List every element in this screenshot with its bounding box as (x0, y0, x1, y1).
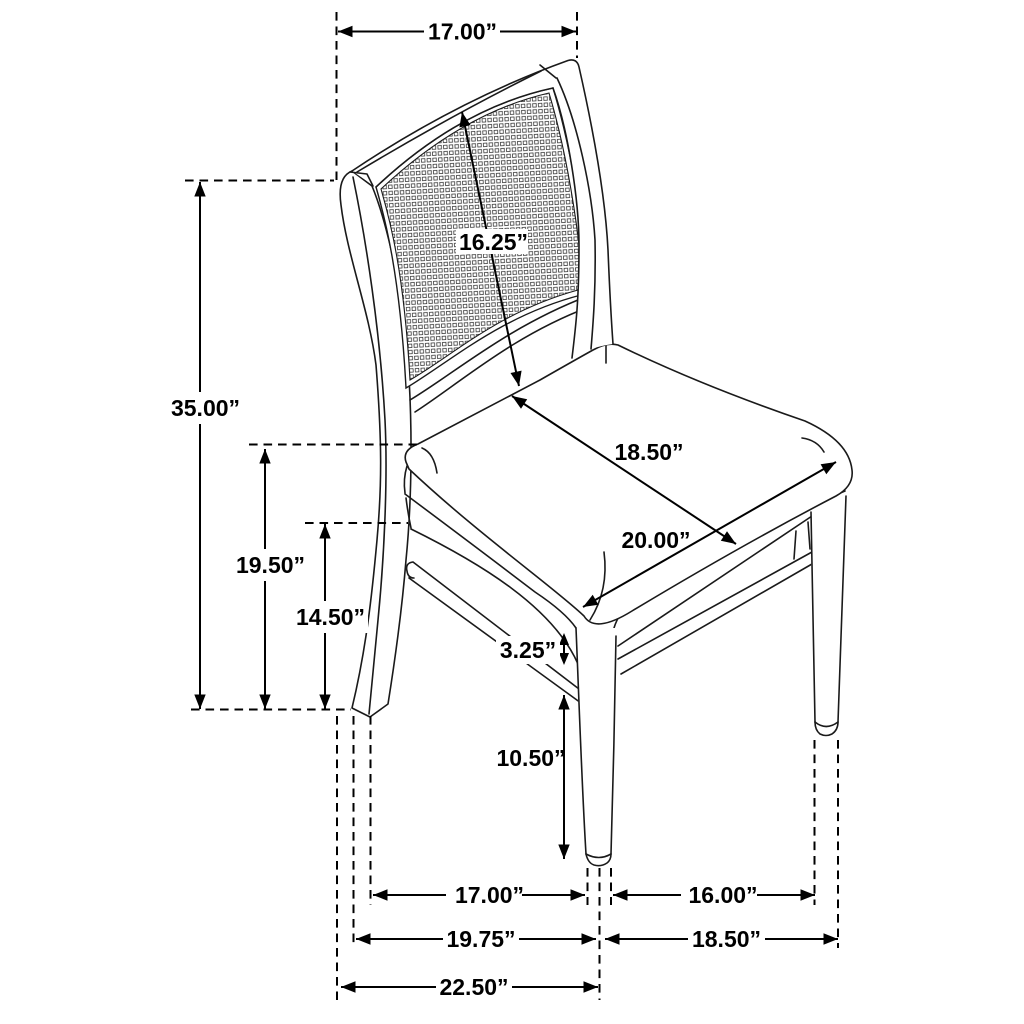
svg-text:35.00”: 35.00” (171, 395, 240, 421)
svg-text:20.00”: 20.00” (621, 527, 690, 553)
svg-text:19.50”: 19.50” (236, 552, 305, 578)
svg-text:17.00”: 17.00” (428, 19, 497, 45)
svg-text:18.50”: 18.50” (692, 926, 761, 952)
svg-text:16.00”: 16.00” (688, 882, 757, 908)
svg-text:17.00”: 17.00” (455, 882, 524, 908)
svg-text:14.50”: 14.50” (296, 604, 365, 630)
svg-text:19.75”: 19.75” (446, 926, 515, 952)
svg-text:10.50”: 10.50” (496, 745, 565, 771)
svg-text:22.50”: 22.50” (439, 974, 508, 1000)
svg-text:3.25”: 3.25” (500, 637, 556, 663)
svg-text:16.25”: 16.25” (459, 229, 528, 255)
svg-text:18.50”: 18.50” (614, 439, 683, 465)
